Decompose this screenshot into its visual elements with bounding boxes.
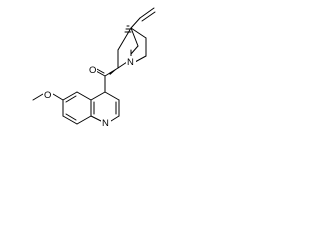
chemical-structure: O N N O: [32, 7, 156, 129]
quinoline-pyridine-ring: [90, 91, 120, 122]
quinoline-benzo-ring: [62, 91, 92, 125]
stereo-wedge-bond: [109, 68, 118, 75]
vinyl-group: [130, 7, 156, 29]
carbonyl-oxygen-label: O: [89, 65, 96, 76]
stereo-hash-bond: [124, 25, 132, 33]
ketone-bonds: [94, 67, 119, 93]
quinoline-nitrogen-label: N: [102, 118, 109, 129]
methoxy-group: [32, 93, 64, 101]
ether-oxygen-label: O: [44, 90, 51, 101]
ring-nitrogen-label: N: [127, 57, 134, 68]
